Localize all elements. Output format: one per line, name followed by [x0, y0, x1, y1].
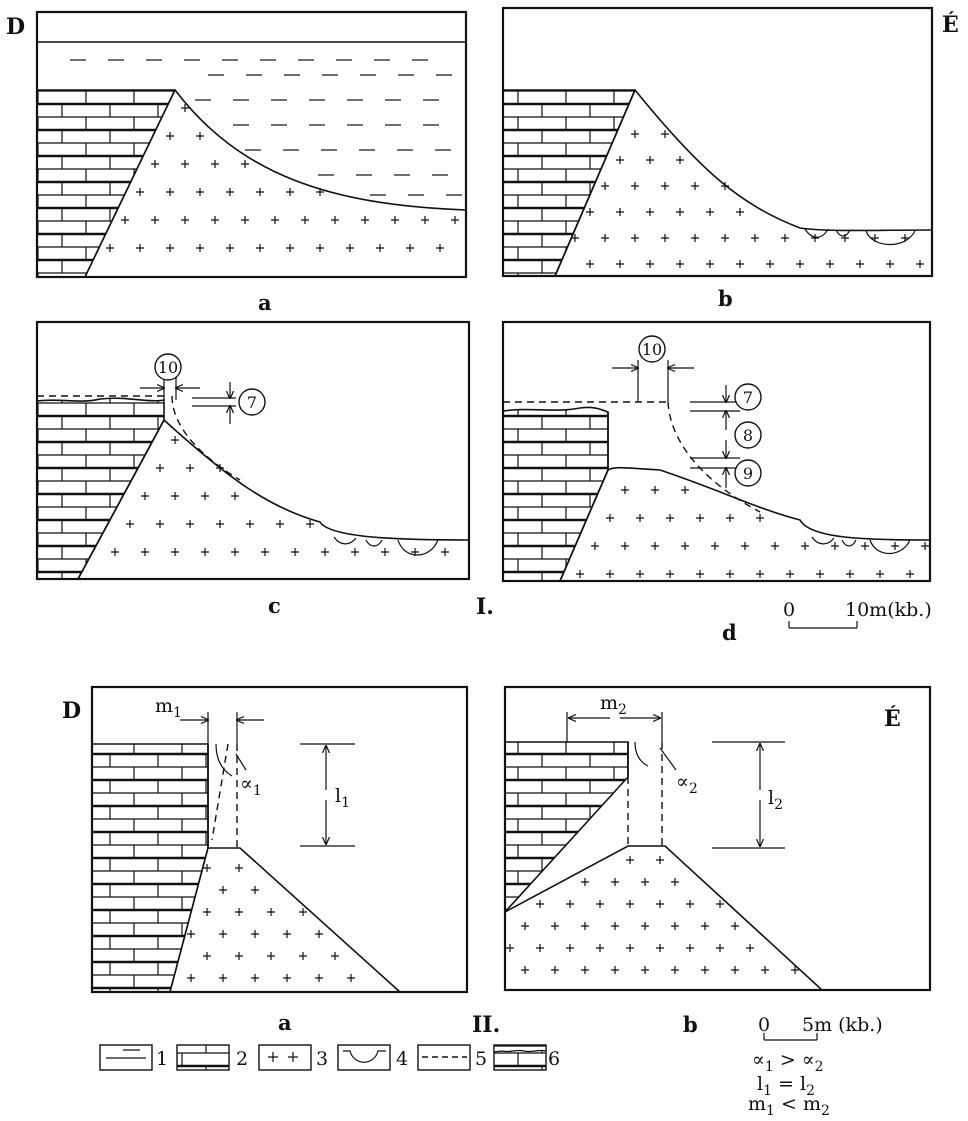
callout-10: 10 — [158, 358, 178, 377]
scale-bar-part-one: 0 10m(kb.) — [783, 599, 932, 629]
panel-2b: m2 ∝2 l2 b — [503, 685, 932, 1037]
legend-label-3: 3 — [316, 1048, 328, 1070]
granite-pattern — [571, 130, 924, 268]
l2-label: l2 — [768, 787, 783, 813]
callout-9: 9 — [743, 464, 753, 483]
alpha2-label: ∝2 — [676, 771, 698, 797]
svg-text:0: 0 — [783, 599, 795, 621]
panel-1c: 10 7 c — [35, 320, 471, 618]
limestone-block — [37, 397, 165, 579]
scale-bar-part-two: 0 5m (kb.) — [758, 1014, 883, 1041]
granite-body — [505, 845, 824, 990]
water-dashes — [70, 59, 462, 196]
panel-1a: a — [35, 10, 468, 315]
corner-label-top-left: D — [6, 14, 25, 40]
corner-label-top-right: É — [942, 11, 959, 38]
callout-7: 7 — [247, 393, 257, 412]
granite-pattern — [576, 486, 929, 578]
legend-label-1: 1 — [156, 1048, 168, 1070]
callout-10: 10 — [642, 340, 662, 359]
granite-body — [85, 90, 466, 277]
relation-l: l1 = l2 — [757, 1073, 815, 1099]
l1-label: l1 — [335, 785, 350, 811]
part-two-label: II. — [472, 1012, 500, 1038]
corner-label-bottom-left: D — [62, 698, 81, 724]
m1-label: m1 — [155, 695, 182, 721]
legend-label-4: 4 — [396, 1048, 408, 1070]
m2-label: m2 — [600, 692, 627, 718]
svg-text:5m (kb.): 5m (kb.) — [802, 1014, 883, 1036]
granite-pattern — [506, 856, 799, 974]
part-one-label: I. — [476, 594, 494, 620]
relation-m: m1 < m2 — [748, 1093, 830, 1119]
limestone-block — [503, 406, 609, 581]
callout-7: 7 — [743, 388, 753, 407]
panel-label: b — [718, 286, 733, 311]
legend-label-2: 2 — [236, 1048, 248, 1070]
svg-text:0: 0 — [758, 1014, 770, 1036]
relation-alpha: ∝1 > ∝2 — [752, 1049, 824, 1075]
panel-1d: 10 7 8 9 d — [501, 320, 932, 645]
alpha1-label: ∝1 — [240, 773, 262, 799]
panel-label: c — [268, 593, 281, 618]
relations: ∝1 > ∝2 l1 = l2 m1 < m2 — [748, 1049, 830, 1119]
granite-body — [169, 847, 402, 992]
limestone-block — [37, 89, 177, 277]
granite-pattern — [187, 864, 355, 982]
panel-label: a — [278, 1010, 292, 1035]
panel-label: d — [722, 620, 737, 645]
legend-label-6: 6 — [548, 1048, 560, 1070]
callout-8: 8 — [743, 426, 753, 445]
legend: 1 2 3 4 5 6 — [99, 1044, 560, 1071]
panel-2a: m1 ∝1 l1 a — [90, 685, 469, 1035]
water-area — [37, 42, 466, 207]
corner-label-bottom-right: É — [884, 705, 901, 732]
panel-label: a — [258, 290, 272, 315]
legend-label-5: 5 — [475, 1048, 487, 1070]
panel-1b: b — [501, 6, 934, 311]
svg-text:10m(kb.): 10m(kb.) — [845, 599, 932, 621]
limestone-block — [503, 89, 637, 276]
panel-label: b — [683, 1012, 698, 1037]
